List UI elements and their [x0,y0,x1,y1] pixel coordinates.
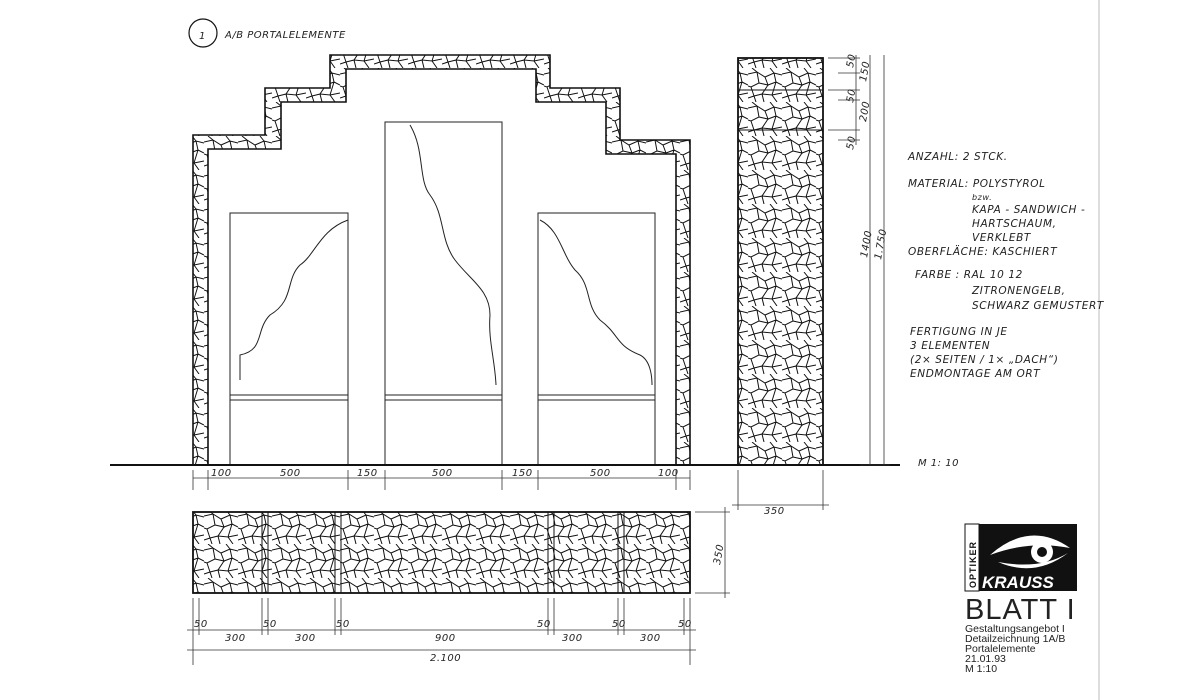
plan-dim-8: 300 [562,633,583,644]
note-fertigung-3: (2× SEITEN / 1× „DACH“) [910,354,1059,366]
plan-dim-4: 300 [295,633,316,644]
side-dim-top-2: 150 [858,60,872,82]
title-line-4: 21.01.93 [965,653,1006,665]
plan-total: 2.100 [430,653,461,664]
note-material-2: bzw. [972,193,993,202]
logo-optiker: OPTIKER [968,541,978,588]
note-fertigung-4: ENDMONTAGE AM ORT [910,368,1041,380]
detail-number: 1 [199,31,206,42]
plan-dim-5: 50 [336,619,350,630]
side-view: 50 150 50 200 50 1400 1.750 350 [732,53,890,517]
note-material-3: KAPA - SANDWICH - [972,204,1086,216]
paper-edge [1098,0,1100,700]
plan-depth: 350 [712,543,726,565]
note-oberflaeche: OBERFLÄCHE: KASCHIERT [908,246,1058,258]
note-fertigung-1: FERTIGUNG IN JE [910,326,1008,338]
title-line-5: M 1:10 [965,663,998,675]
title-line-2: Detailzeichnung 1A/B [965,633,1066,645]
plan-dim-3: 50 [263,619,277,630]
plan-dim-11: 50 [678,619,692,630]
plan-view: 350 50 300 50 300 50 900 50 300 50 300 5… [187,507,730,665]
note-material-1: MATERIAL: POLYSTYROL [908,178,1046,190]
plan-dim-6: 900 [435,633,456,644]
plan-dim-10: 300 [640,633,661,644]
title-line-1: Gestaltungsangebot I [965,623,1065,635]
drawing-title: A/B PORTALELEMENTE [224,30,346,41]
side-dim-top-3: 50 [845,88,858,103]
scale-note: M 1: 10 [918,458,959,469]
front-dim-7: 100 [658,468,679,479]
note-farbe-1: FARBE : RAL 10 12 [915,269,1023,281]
side-dim-top-5: 50 [845,135,858,150]
side-height-total: 1.750 [873,228,889,261]
side-dim-top-4: 200 [858,100,872,122]
title-block: BLATT I Gestaltungsangebot I Detailzeich… [965,594,1076,675]
note-anzahl: ANZAHL: 2 STCK. [908,151,1008,163]
side-height-inner: 1400 [859,230,875,259]
side-depth: 350 [764,506,785,517]
krauss-logo: OPTIKER KRAUSS [964,523,1077,592]
note-material-5: VERKLEBT [972,232,1031,244]
note-farbe-3: SCHWARZ GEMUSTERT [972,300,1104,312]
detail-number-circle [188,18,218,48]
front-dim-1: 100 [211,468,232,479]
front-dim-2: 500 [280,468,301,479]
plan-dim-2: 300 [225,633,246,644]
front-dim-4: 500 [432,468,453,479]
plan-dim-1: 50 [194,619,208,630]
note-fertigung-2: 3 ELEMENTEN [910,340,991,352]
front-dim-5: 150 [512,468,533,479]
title-line-3: Portalelemente [965,643,1036,655]
logo-name: KRAUSS [982,573,1054,592]
sheet-label: BLATT I [965,594,1076,626]
note-farbe-2: ZITRONENGELB, [972,285,1066,297]
front-elevation [192,54,691,466]
front-dimensions [192,470,691,490]
side-dim-top-1: 50 [845,53,858,68]
front-dim-6: 500 [590,468,611,479]
note-material-4: HARTSCHAUM, [972,218,1057,230]
front-dim-3: 150 [357,468,378,479]
plan-dim-7: 50 [537,619,551,630]
plan-dim-9: 50 [612,619,626,630]
